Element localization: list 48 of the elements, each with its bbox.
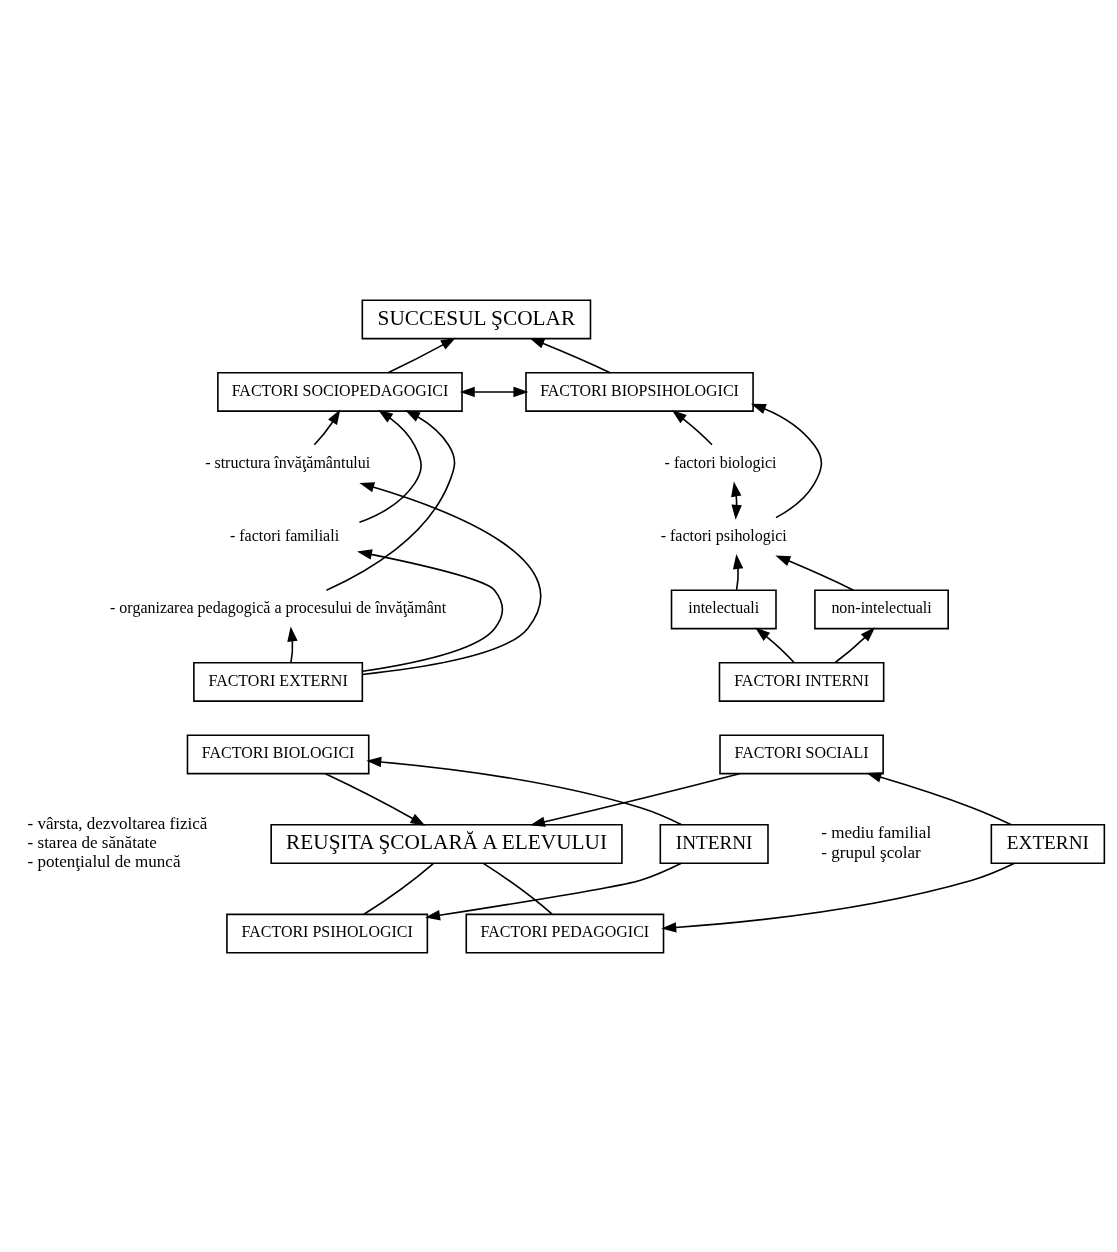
arrow	[325, 409, 456, 591]
node-text: - factori biologici	[664, 453, 777, 471]
arrow	[357, 548, 504, 672]
node-label: - potenţialul de muncă	[27, 851, 181, 871]
node-box: intelectuali	[670, 588, 777, 629]
node-box: EXTERNI	[990, 823, 1106, 864]
arrow	[313, 408, 341, 446]
arrow	[324, 772, 426, 826]
arrow	[366, 756, 683, 826]
node-text: - structura învăţământului	[205, 453, 371, 471]
node-label: - grupul şcolar	[821, 842, 921, 862]
node-box: FACTORI BIOPSIHOLOGICI	[525, 371, 754, 412]
arrow	[661, 862, 1016, 933]
node-text: - factori psihologici	[660, 526, 787, 544]
arrow	[866, 771, 1013, 825]
arrow	[755, 626, 795, 663]
node-box: INTERNI	[659, 823, 769, 864]
node-box: FACTORI EXTERNI	[193, 661, 364, 702]
node-box: non-intelectuali	[814, 588, 949, 629]
node-label: - mediu familial	[821, 822, 932, 842]
arrow	[387, 337, 456, 373]
arrow	[751, 403, 823, 518]
arrow	[732, 553, 744, 591]
connector	[482, 862, 553, 915]
node-box: FACTORI INTERNI	[718, 661, 885, 702]
node-box: REUŞITA ŞCOLARĂ A ELEVULUI	[270, 823, 623, 864]
arrow	[775, 554, 855, 591]
node-box: FACTORI PSIHOLOGICI	[226, 913, 429, 954]
arrow	[731, 481, 742, 520]
node-box: FACTORI SOCIOPEDAGOGICI	[217, 371, 463, 412]
node-box: SUCCESUL ŞCOLAR	[361, 298, 592, 339]
node-text: - organizarea pedagogică a procesului de învăţământ	[110, 598, 447, 616]
node-box: FACTORI BIOLOGICI	[186, 733, 370, 774]
arrow	[671, 409, 713, 446]
node-label: - starea de sănătate	[27, 832, 157, 852]
arrow	[358, 409, 422, 523]
node-box: FACTORI SOCIALI	[719, 733, 884, 774]
node-box: FACTORI PEDAGOGICI	[465, 913, 665, 954]
arrow	[287, 626, 298, 663]
arrow	[425, 861, 683, 920]
arrow	[529, 337, 611, 373]
node-text: - factori familiali	[229, 526, 340, 544]
arrow	[359, 481, 542, 675]
node-label: - vârsta, dezvoltarea fizică	[27, 813, 208, 833]
arrow	[834, 626, 876, 663]
arrow	[459, 386, 529, 397]
arrow	[530, 772, 741, 827]
connector	[363, 862, 435, 915]
